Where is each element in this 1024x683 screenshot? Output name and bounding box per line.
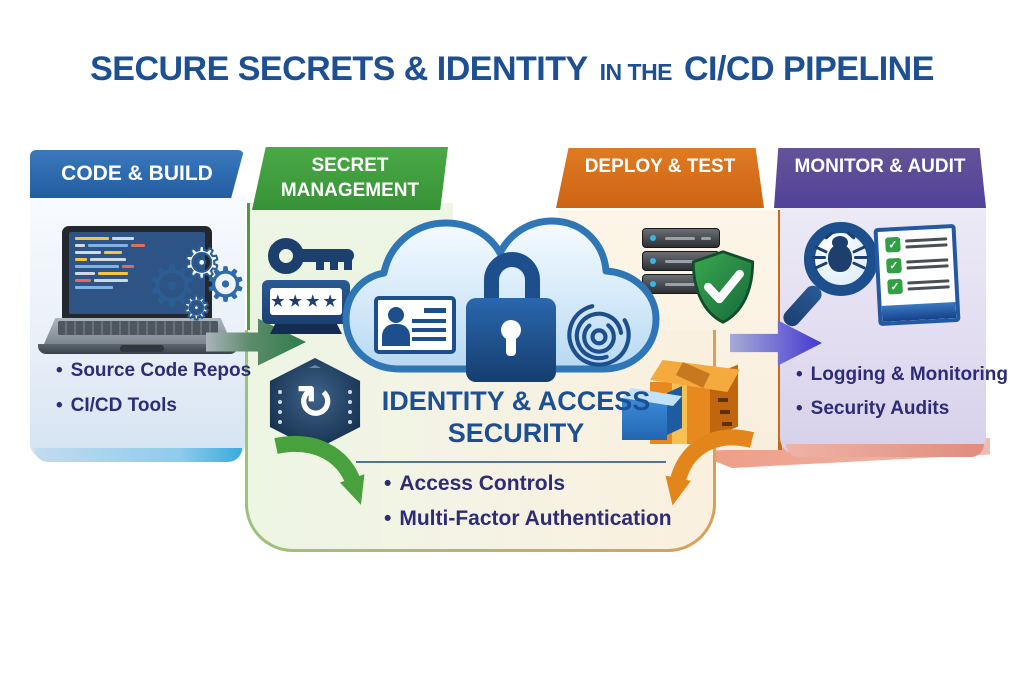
monitor-audit-panel-edge xyxy=(786,444,984,457)
header-code-build: CODE & BUILD xyxy=(30,150,244,198)
key-icon-tooth xyxy=(330,258,338,270)
rotate-refresh-icon: ↻ xyxy=(295,376,335,428)
header-monitor-audit: MONITOR & AUDIT xyxy=(774,148,986,208)
id-card-line xyxy=(412,328,446,332)
center-heading: IDENTITY & ACCESS SECURITY xyxy=(381,386,651,448)
gear-icon: ⚙ xyxy=(146,254,198,319)
checklist-lines xyxy=(906,255,949,272)
center-list: • Access Controls • Multi-Factor Authent… xyxy=(384,472,672,531)
laptop-code-screen xyxy=(69,232,205,314)
bullet-dot: • xyxy=(796,364,803,385)
bullet-dot: • xyxy=(796,398,803,419)
keyhole-slot xyxy=(506,336,516,356)
gear-icon: ⚙ xyxy=(181,290,212,326)
package-label-mark xyxy=(720,410,730,414)
secret-rotation-badge-icon: ↻ xyxy=(269,358,361,450)
key-icon-tooth xyxy=(316,258,324,270)
password-field-icon: ★★★★ xyxy=(262,280,350,324)
laptop-keys xyxy=(58,321,218,335)
code-build-list: • Source Code Repos • CI/CD Tools xyxy=(56,360,251,417)
bullet-dot: • xyxy=(384,472,392,495)
id-card-icon xyxy=(374,296,456,354)
cube-icon xyxy=(622,398,667,440)
id-card-line xyxy=(412,319,446,323)
code-build-panel-edge xyxy=(34,448,242,462)
curved-arrow-into-center-left xyxy=(274,435,365,505)
list-item: • CI/CD Tools xyxy=(56,395,251,417)
package-label-mark xyxy=(722,422,732,426)
checklist-icon: ✓ ✓ ✓ xyxy=(873,223,961,327)
id-card-line xyxy=(424,308,446,313)
checklist-lines xyxy=(905,234,948,251)
list-item: • Logging & Monitoring xyxy=(796,364,1008,386)
gear-icon: ⚙ xyxy=(204,259,248,312)
header-secret-management: SECRET MANAGEMENT xyxy=(252,147,448,210)
password-field-base xyxy=(270,324,342,334)
monitor-audit-list: • Logging & Monitoring • Security Audits xyxy=(796,364,1008,420)
bullet-text: Access Controls xyxy=(399,472,566,495)
server-icon xyxy=(642,228,720,248)
check-icon: ✓ xyxy=(887,278,903,295)
bullet-dot: • xyxy=(56,360,63,381)
title-small: IN THE xyxy=(599,59,673,85)
list-item: • Access Controls xyxy=(384,472,672,496)
key-icon-tooth xyxy=(344,258,352,270)
package-label-mark xyxy=(718,398,728,402)
gear-icon: ⚙ xyxy=(181,239,222,288)
password-mask: ★★★★ xyxy=(270,288,342,315)
bullet-dot: • xyxy=(56,395,63,416)
checklist-lines xyxy=(907,276,950,293)
laptop-touchpad xyxy=(120,345,164,352)
list-item: • Multi-Factor Authentication xyxy=(384,507,672,531)
id-card-person-body xyxy=(382,324,410,346)
bullet-text: Multi-Factor Authentication xyxy=(399,507,672,530)
page-title: SECURE SECRETS & IDENTITY IN THE CI/CD P… xyxy=(0,50,1024,89)
bullet-text: Security Audits xyxy=(810,398,950,419)
keyhole xyxy=(501,320,521,340)
checklist-row: ✓ xyxy=(887,276,955,295)
check-icon: ✓ xyxy=(885,236,901,253)
check-icon: ✓ xyxy=(886,257,902,274)
header-deploy-test: DEPLOY & TEST xyxy=(556,148,764,208)
bug-leg xyxy=(812,256,826,259)
laptop-keyboard xyxy=(44,318,232,344)
curved-arrow-into-center-right xyxy=(665,429,754,506)
bug-icon xyxy=(828,244,852,272)
bullet-text: Source Code Repos xyxy=(70,360,252,381)
center-divider xyxy=(356,461,666,463)
bullet-text: CI/CD Tools xyxy=(70,395,177,416)
bullet-text: Logging & Monitoring xyxy=(810,364,1008,385)
laptop-icon xyxy=(62,226,212,320)
fingerprint-icon xyxy=(567,303,631,367)
checklist-row: ✓ xyxy=(885,234,953,253)
title-tail: CI/CD PIPELINE xyxy=(683,50,934,88)
checklist-footer xyxy=(881,302,957,322)
id-card-line xyxy=(412,337,446,341)
title-lead: SECURE SECRETS & IDENTITY xyxy=(90,50,588,88)
shield-check-icon xyxy=(691,250,755,324)
list-item: • Source Code Repos xyxy=(56,360,251,382)
key-icon-shaft xyxy=(298,249,354,262)
bullet-dot: • xyxy=(384,507,392,530)
padlock-icon xyxy=(466,298,556,382)
badge-dots xyxy=(348,390,352,424)
id-card-person xyxy=(388,307,404,323)
badge-dots xyxy=(278,390,282,424)
list-item: • Security Audits xyxy=(796,398,1008,420)
checklist-row: ✓ xyxy=(886,255,954,274)
bug-leg xyxy=(854,256,868,259)
magnifier-bug-icon xyxy=(804,222,878,296)
